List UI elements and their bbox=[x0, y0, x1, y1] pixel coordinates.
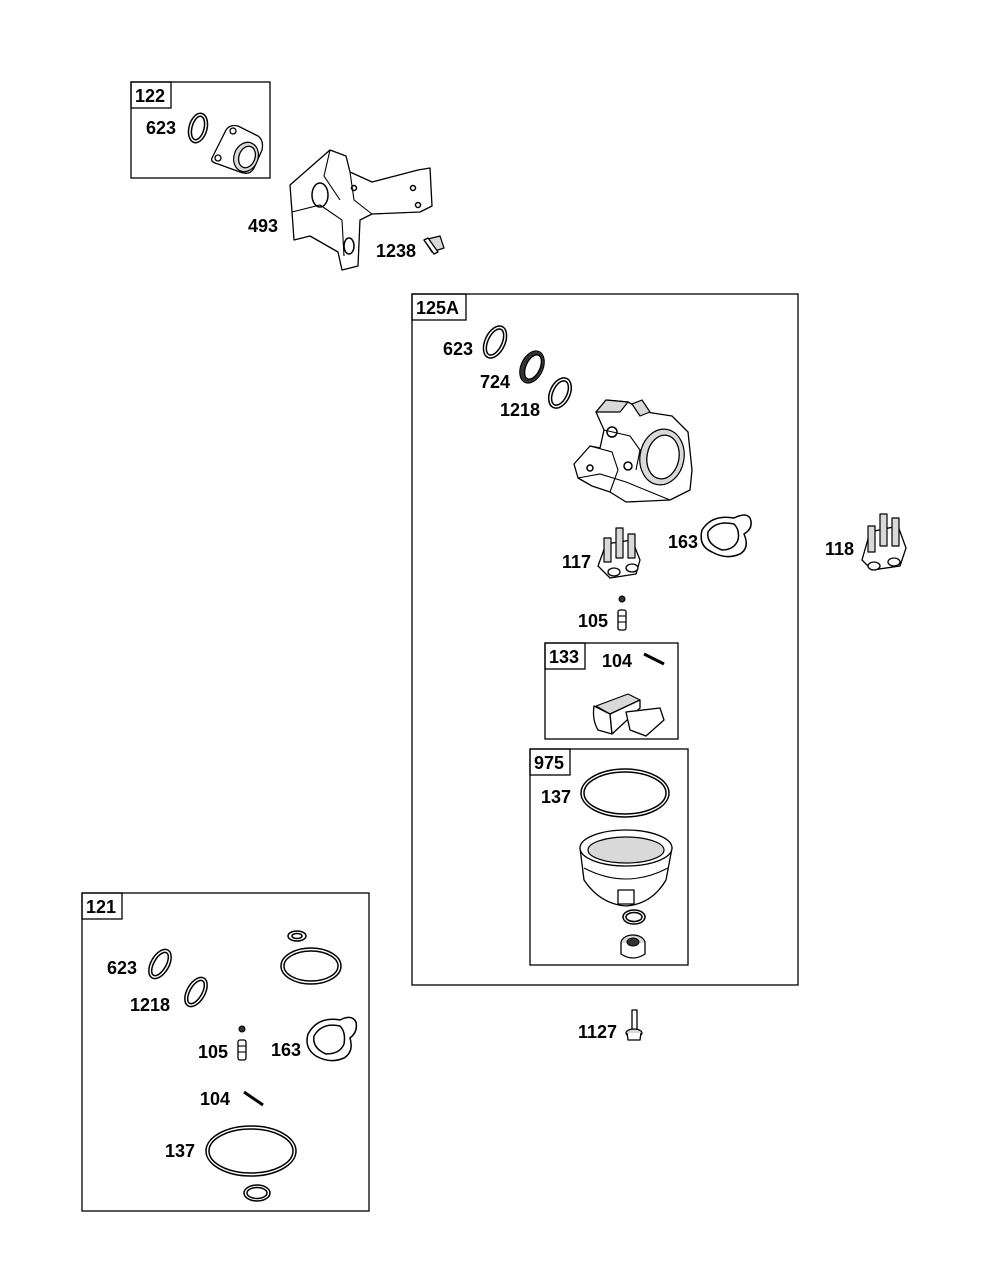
float-bowl-part bbox=[579, 829, 673, 907]
callout-163-kit121: 163 bbox=[271, 1040, 301, 1060]
callout-137-kit975: 137 bbox=[541, 787, 571, 807]
gasket-163-kit125a-part bbox=[700, 514, 752, 558]
fuel-solenoid-117-part bbox=[597, 527, 641, 579]
callout-1127: 1127 bbox=[578, 1022, 617, 1042]
intake-spacer-part bbox=[210, 124, 264, 174]
kit-125a-number: 125A bbox=[416, 298, 459, 318]
gasket-1218-kit121-part bbox=[184, 976, 208, 1008]
callout-724: 724 bbox=[480, 372, 510, 392]
o-ring-623-kit121-part bbox=[148, 948, 172, 980]
o-ring-623-kit122-part bbox=[187, 112, 209, 144]
callout-493: 493 bbox=[248, 216, 278, 236]
kit-122-number: 122 bbox=[135, 86, 165, 106]
callout-117: 117 bbox=[562, 552, 591, 572]
kit-975-number: 975 bbox=[534, 753, 564, 773]
kit-121-group: 121 623 1218 105 163 104 137 bbox=[81, 892, 370, 1212]
o-ring-623-kit125a-part bbox=[482, 325, 508, 359]
needle-105-kit121-part bbox=[237, 1025, 247, 1061]
callout-623-kit125a: 623 bbox=[443, 339, 473, 359]
kit-133-group: 133 104 bbox=[544, 642, 679, 740]
small-o-ring-kit121-part bbox=[287, 930, 307, 942]
kit-122-tag bbox=[130, 81, 172, 109]
kit-121-tag bbox=[81, 892, 123, 920]
kit-975-box bbox=[529, 748, 689, 966]
o-ring-623-kit122-inner bbox=[190, 115, 206, 141]
float-133-part bbox=[592, 693, 665, 737]
bolt-1238-group: 1238 bbox=[376, 235, 445, 261]
bracket-493-part bbox=[289, 149, 433, 271]
kit-133-box bbox=[544, 642, 679, 740]
callout-623-kit121: 623 bbox=[107, 958, 137, 978]
bolt-1127-part bbox=[625, 1009, 643, 1041]
fuel-solenoid-118-part bbox=[861, 513, 907, 571]
needle-105-kit125a-part bbox=[617, 595, 627, 631]
kit-975-group: 975 137 bbox=[529, 748, 689, 966]
callout-105-kit121: 105 bbox=[198, 1042, 228, 1062]
bracket-493-group: 493 bbox=[248, 149, 433, 271]
callout-104-kit121: 104 bbox=[200, 1089, 230, 1109]
gasket-137-kit975-part bbox=[580, 768, 670, 818]
callout-1218-kit121: 1218 bbox=[130, 995, 170, 1015]
gasket-163-kit121-part bbox=[306, 1016, 358, 1062]
kit-125a-box bbox=[411, 293, 799, 986]
kit-121-box bbox=[81, 892, 370, 1212]
bowl-nut-part bbox=[620, 934, 646, 959]
kit-121-number: 121 bbox=[86, 897, 116, 917]
callout-1218-kit125a: 1218 bbox=[500, 400, 540, 420]
kit-122-group: 122 623 bbox=[130, 81, 271, 179]
bowl-o-ring-kit121-part bbox=[243, 1184, 271, 1202]
callout-137-kit121: 137 bbox=[165, 1141, 195, 1161]
callout-623-kit122: 623 bbox=[146, 118, 176, 138]
carburetor-body-part bbox=[573, 399, 693, 503]
callout-118: 118 bbox=[825, 539, 854, 559]
callout-104-kit133: 104 bbox=[602, 651, 632, 671]
kit-122-box bbox=[130, 81, 271, 179]
pin-104-kit121-part bbox=[243, 1090, 264, 1107]
bowl-gasket-kit121-part bbox=[280, 947, 342, 985]
callout-105-kit125a: 105 bbox=[578, 611, 608, 631]
kit-133-tag bbox=[544, 642, 586, 670]
kit-125a-tag bbox=[411, 293, 467, 321]
gasket-1218-kit125a-part bbox=[547, 377, 573, 409]
kit-975-tag bbox=[529, 748, 571, 776]
gasket-137-kit121-part bbox=[205, 1125, 297, 1177]
bowl-o-ring-part bbox=[622, 909, 646, 925]
callout-1238: 1238 bbox=[376, 241, 416, 261]
kit-125a-group: 125A 623 724 1218 117 bbox=[411, 293, 799, 986]
pin-104-kit133-part bbox=[643, 652, 665, 666]
kit-133-number: 133 bbox=[549, 647, 579, 667]
callout-163-kit125a: 163 bbox=[668, 532, 698, 552]
